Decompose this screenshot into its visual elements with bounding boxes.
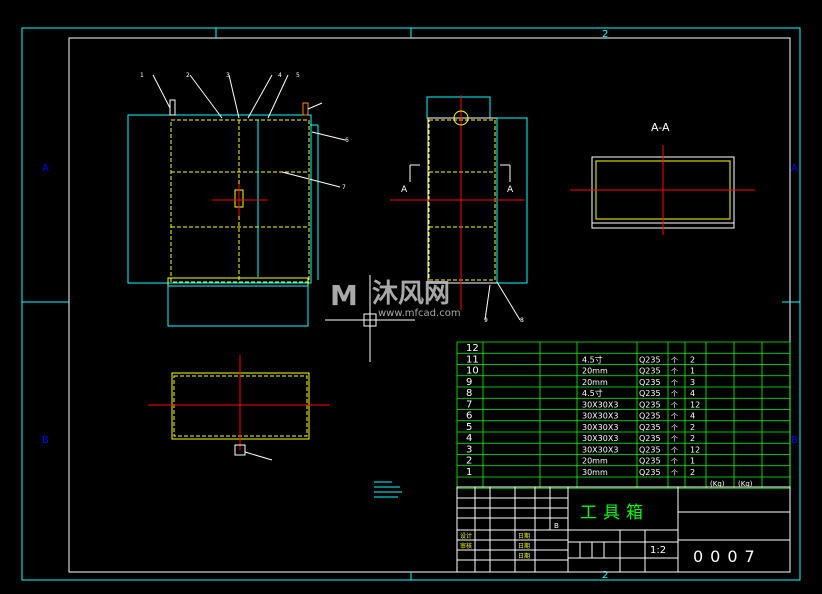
drawing-number: 0007: [693, 547, 762, 566]
bom-item-qty: 2: [690, 355, 695, 364]
bom-item-unit: 个: [671, 401, 678, 409]
drawing-scale: 1:2: [650, 545, 666, 556]
inner-frame: [68, 37, 791, 573]
bom-item-spec: 20mm: [582, 457, 608, 466]
bom-item-spec: 30X30X3: [582, 434, 618, 443]
date-label-3: 日期: [518, 552, 530, 560]
callout-1: 1: [140, 72, 144, 79]
drawing-title: 工具箱: [580, 503, 649, 523]
watermark-logo-m: M: [330, 279, 358, 312]
section-view: [570, 145, 755, 235]
bom-item-qty: 3: [690, 378, 695, 387]
bom-item-material: Q235: [639, 423, 661, 432]
watermark: M 沐风网 www.mfcad.com: [330, 279, 461, 319]
row-label-a-left: A: [42, 163, 49, 174]
callout-2: 2: [186, 72, 190, 79]
bom-item-material: Q235: [639, 389, 661, 398]
top-view: [148, 355, 330, 461]
bom-item-no: 7: [466, 399, 472, 410]
callout-3: 3: [226, 72, 230, 79]
bom-item-no: 9: [466, 377, 472, 388]
bom-item-no: 4: [466, 433, 472, 444]
bom-item-unit: 个: [671, 446, 678, 454]
bom-item-no: 3: [466, 444, 472, 455]
bom-item-unit: 个: [671, 413, 678, 421]
bom-item-qty: 1: [690, 457, 695, 466]
technical-notes: [374, 481, 402, 498]
bom-item-spec: 4.5寸: [582, 388, 603, 398]
bom-item-spec: 30mm: [582, 468, 608, 477]
bom-header-total-weight: (Kg): [738, 480, 753, 488]
bom-item-spec: 20mm: [582, 378, 608, 387]
watermark-url: www.mfcad.com: [378, 308, 461, 319]
bom-item-qty: 12: [690, 400, 700, 409]
bom-item-no: 1: [466, 467, 472, 478]
bom-item-qty: 2: [690, 423, 695, 432]
callout-6: 6: [345, 137, 349, 144]
bom-item-material: Q235: [639, 378, 661, 387]
bom-item-qty: 1: [690, 367, 695, 376]
bom-item-spec: 30X30X3: [582, 423, 618, 432]
row-label-b-right: B: [791, 435, 798, 446]
label-design: 设计: [460, 532, 472, 540]
watermark-brand: 沐风网: [372, 279, 450, 309]
bom-item-unit: 个: [671, 469, 678, 477]
section-title: A-A: [651, 121, 670, 134]
bom-item-material: Q235: [639, 468, 661, 477]
label-review: 审核: [460, 542, 472, 550]
bom-item-spec: 30X30X3: [582, 400, 618, 409]
bom-item-no: 5: [466, 422, 472, 433]
bom-item-unit: 个: [671, 424, 678, 432]
bom-header-unit-weight: (Kg): [710, 480, 725, 488]
col-label-bottom: 2: [602, 570, 608, 581]
bom-item-no: 11: [466, 354, 479, 365]
bom-item-unit: 个: [671, 458, 678, 466]
title-block: [456, 486, 791, 573]
bom-item-qty: 12: [690, 445, 700, 454]
bom-item-unit: 个: [671, 356, 678, 364]
bom-item-no: 10: [466, 366, 479, 377]
bom-item-material: Q235: [639, 367, 661, 376]
ucs-crosshair: [325, 275, 415, 362]
bom-item-spec: 20mm: [582, 367, 608, 376]
callout-8: 8: [520, 317, 524, 324]
bom-item-unit: 个: [671, 435, 678, 443]
bom-item-spec: 30X30X3: [582, 445, 618, 454]
bom-item-spec: 4.5寸: [582, 354, 603, 364]
section-marker-right: A: [507, 185, 514, 195]
callout-4: 4: [278, 72, 282, 79]
bom-item-unit: 个: [671, 379, 678, 387]
bom-item-material: Q235: [639, 445, 661, 454]
date-label-1: 日期: [518, 532, 530, 540]
stage-mark: B: [554, 522, 559, 530]
bom-item-unit: 个: [671, 390, 678, 398]
section-marker-left: A: [401, 185, 408, 195]
bom-item-no: 6: [466, 411, 472, 422]
bom-item-no: 2: [466, 456, 472, 467]
bom-item-unit: 个: [671, 368, 678, 376]
bom-item-qty: 2: [690, 434, 695, 443]
bom-item-qty: 4: [690, 389, 695, 398]
bom-item-no: 8: [466, 388, 472, 399]
bom-item-material: Q235: [639, 457, 661, 466]
date-label-2: 日期: [518, 542, 530, 550]
bom-item-material: Q235: [639, 400, 661, 409]
bom-item-qty: 2: [690, 468, 695, 477]
bom-item-material: Q235: [639, 355, 661, 364]
side-view: [390, 95, 528, 321]
bom-item-qty: 4: [690, 412, 695, 421]
bom-item-spec: 30X30X3: [582, 412, 618, 421]
front-view: [127, 74, 346, 327]
col-label-top: 2: [602, 29, 608, 40]
callout-9: 9: [484, 317, 488, 324]
row-label-b-left: B: [42, 435, 49, 446]
bom-item-material: Q235: [639, 412, 661, 421]
callout-5: 5: [296, 72, 300, 79]
bom-item-material: Q235: [639, 434, 661, 443]
bom-item-no: 12: [466, 343, 479, 354]
row-label-a-right: A: [791, 163, 798, 174]
callout-7: 7: [342, 184, 346, 191]
